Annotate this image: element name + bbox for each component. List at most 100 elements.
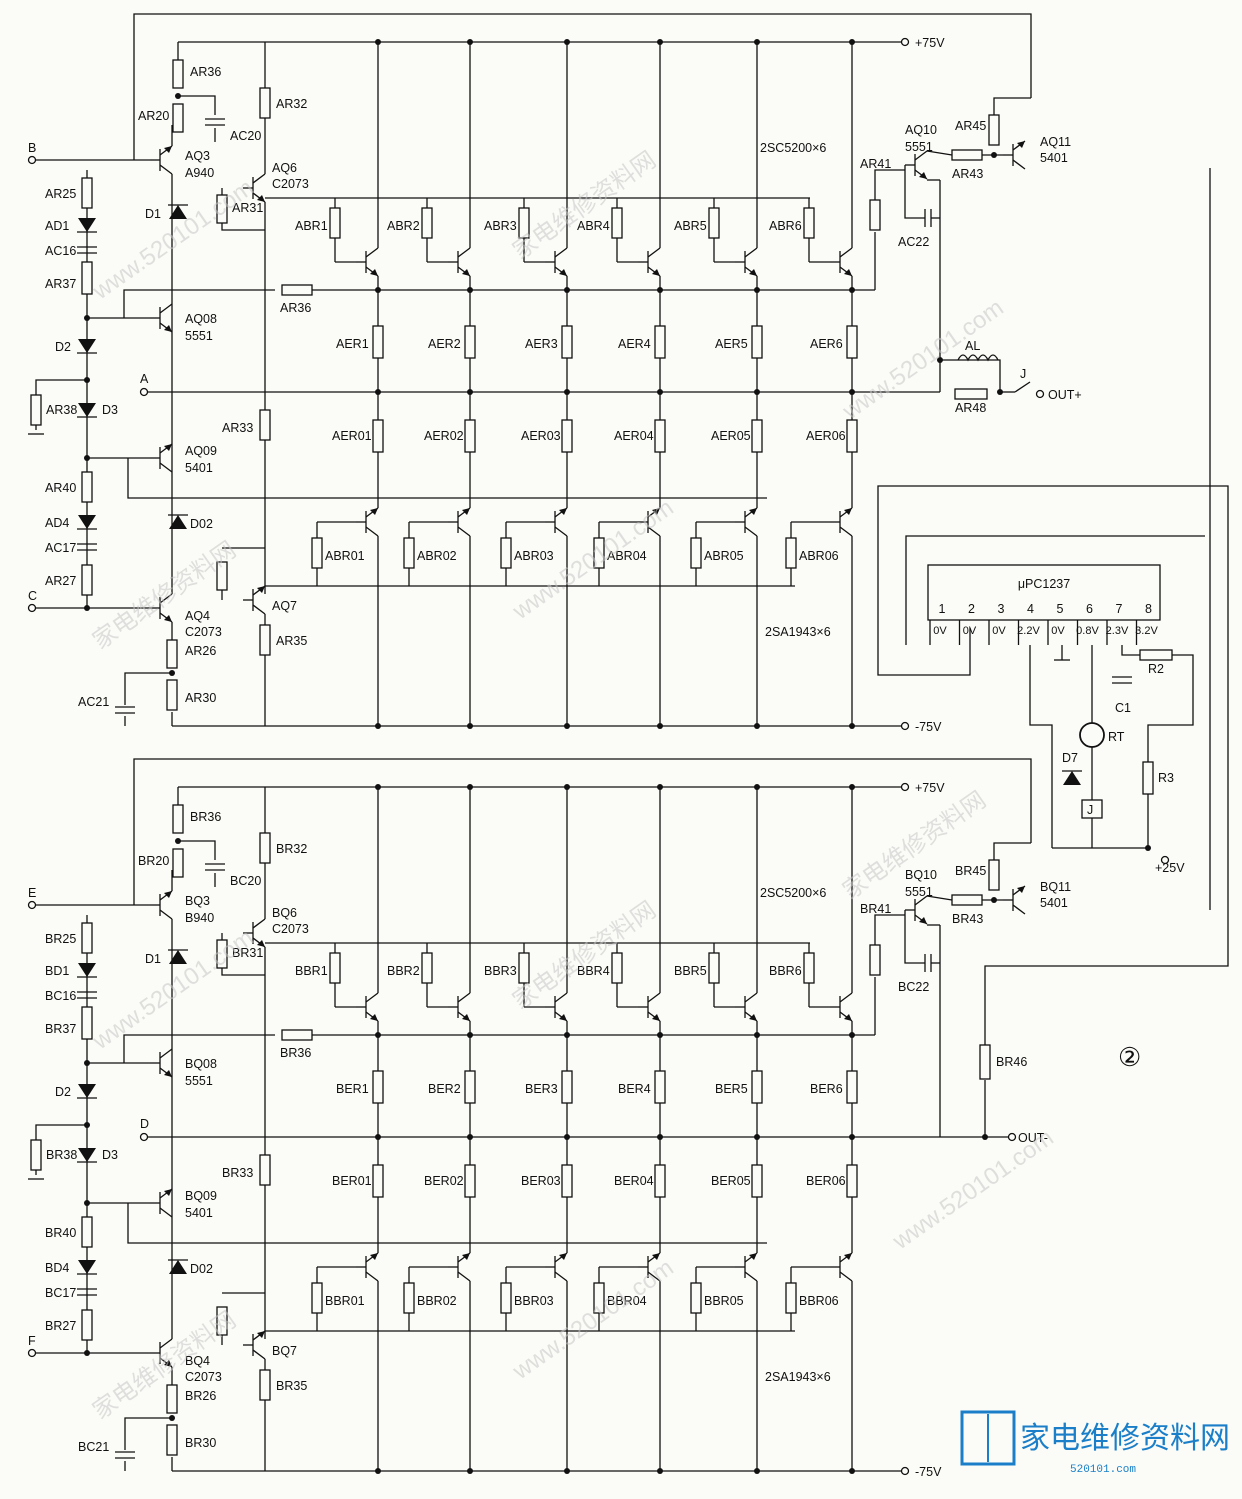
resistor xyxy=(954,388,988,400)
emitter-resistor-label: BER2 xyxy=(428,1082,461,1096)
component-label: BQ09 xyxy=(185,1189,217,1203)
junction-dot xyxy=(754,1032,760,1038)
resistor xyxy=(988,114,1000,146)
junction-dot xyxy=(467,389,473,395)
transistor-collector xyxy=(159,1338,173,1349)
resistor xyxy=(329,207,341,239)
component-label: BQ10 xyxy=(905,868,937,882)
transistor-collector xyxy=(457,526,471,537)
wire xyxy=(926,895,953,901)
component-label: RT xyxy=(1108,730,1125,744)
diode xyxy=(78,1260,96,1274)
figure-number: ② xyxy=(1118,1042,1141,1072)
input-terminal-label: C xyxy=(28,589,37,603)
component-label: R3 xyxy=(1158,771,1174,785)
transistor-collector xyxy=(839,526,853,537)
logo-book-icon xyxy=(960,1410,1016,1466)
driver-resistor-label: ABR04 xyxy=(607,549,647,563)
driver-resistor-label: BBR5 xyxy=(674,964,707,978)
driver-resistor-label: BBR1 xyxy=(295,964,328,978)
component-label: AQ11 xyxy=(1040,135,1071,149)
resistor xyxy=(81,1006,93,1040)
component-label: C2073 xyxy=(272,922,309,936)
ic-pin-number: 1 xyxy=(939,602,946,616)
resistor xyxy=(846,1070,858,1104)
ic-pin-number: 5 xyxy=(1057,602,1064,616)
driver-resistor-label: ABR1 xyxy=(295,219,328,233)
diode xyxy=(169,950,187,964)
junction-dot xyxy=(991,897,997,903)
component-label: C2073 xyxy=(185,625,222,639)
terminal xyxy=(27,900,37,910)
component-label: AR41 xyxy=(860,157,891,171)
component-label: BQ7 xyxy=(272,1344,297,1358)
rail-neg-label: -75V xyxy=(915,720,942,734)
driver-resistor-label: BBR04 xyxy=(607,1294,647,1308)
resistor xyxy=(216,194,228,224)
component-label: BC17 xyxy=(45,1286,76,1300)
resistor xyxy=(988,859,1000,891)
resistor xyxy=(81,922,93,954)
wire xyxy=(940,359,1001,392)
junction-dot xyxy=(849,1032,855,1038)
emitter-resistor-label: AER2 xyxy=(428,337,461,351)
resistor xyxy=(518,207,530,239)
terminal xyxy=(900,782,910,792)
relay-switch xyxy=(1014,381,1031,393)
emitter-resistor-label: BER05 xyxy=(711,1174,751,1188)
transistor-arrow xyxy=(370,1014,378,1021)
resistor xyxy=(464,1070,476,1104)
resistor xyxy=(166,679,178,711)
wire xyxy=(993,842,1031,860)
resistor xyxy=(561,419,573,453)
resistor xyxy=(403,537,415,569)
wires-layer xyxy=(27,13,1229,1476)
resistor xyxy=(951,894,983,906)
resistor xyxy=(803,952,815,984)
junction-dot xyxy=(564,39,570,45)
transistor-arrow xyxy=(919,172,927,179)
terminal xyxy=(900,37,910,47)
driver-resistor-label: BBR6 xyxy=(769,964,802,978)
wire xyxy=(221,968,265,976)
wire xyxy=(123,289,275,318)
resistor xyxy=(869,944,881,976)
component-label: D02 xyxy=(190,1262,213,1276)
emitter-resistor-label: BER4 xyxy=(618,1082,651,1096)
ic-pin-number: 2 xyxy=(968,602,975,616)
diode xyxy=(78,515,96,529)
transistor-arrow xyxy=(164,1360,172,1367)
wire xyxy=(178,95,216,115)
terminal xyxy=(27,155,37,165)
component-label: BR45 xyxy=(955,864,986,878)
component-label: BR32 xyxy=(276,842,307,856)
wire xyxy=(877,485,1229,1045)
terminal xyxy=(27,603,37,613)
component-label: BR46 xyxy=(996,1055,1027,1069)
transistor-arrow xyxy=(559,508,567,515)
component-label: AR43 xyxy=(952,167,983,181)
component-label: BR20 xyxy=(138,854,169,868)
junction-dot xyxy=(375,723,381,729)
junction-dot xyxy=(657,287,663,293)
component-label: BR43 xyxy=(952,912,983,926)
resistor xyxy=(561,1164,573,1198)
resistor xyxy=(81,177,93,209)
component-label: AR25 xyxy=(45,187,76,201)
transistor-arrow xyxy=(559,1253,567,1260)
junction-dot xyxy=(467,1032,473,1038)
transistor-arrow xyxy=(844,508,852,515)
transistor-arrow xyxy=(164,146,172,153)
relay-coil xyxy=(1081,799,1103,819)
transistor-collector xyxy=(839,992,853,1003)
ic-pin-voltage: 3.2V xyxy=(1135,625,1158,637)
component-label: AQ08 xyxy=(185,312,217,326)
component-label: BC16 xyxy=(45,989,76,1003)
component-label: BR40 xyxy=(45,1226,76,1240)
junction-dot xyxy=(657,1468,663,1474)
emitter-resistor-label: BER6 xyxy=(810,1082,843,1096)
junction-dot xyxy=(564,784,570,790)
resistor xyxy=(464,419,476,453)
resistor xyxy=(751,1164,763,1198)
driver-resistor-label: ABR5 xyxy=(674,219,707,233)
